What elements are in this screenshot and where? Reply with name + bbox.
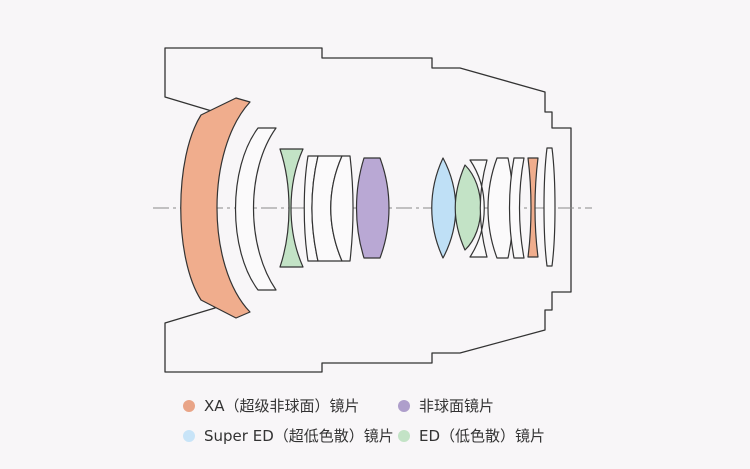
legend-xa-swatch bbox=[183, 399, 195, 412]
legend-super-ed-label: Super ED（超低色散）镜片 bbox=[204, 427, 394, 445]
legend-aspherical-swatch bbox=[398, 399, 410, 412]
lens-element-ed-2 bbox=[454, 164, 482, 251]
lens-element-2 bbox=[234, 127, 277, 291]
lens-element-12 bbox=[508, 157, 525, 259]
legend-xa-label: XA（超级非球面）镜片 bbox=[204, 397, 360, 415]
legend-xa: XA（超级非球面）镜片 bbox=[183, 395, 360, 416]
legend-super-ed: Super ED（超低色散）镜片 bbox=[183, 425, 394, 446]
legend-ed: ED（低色散）镜片 bbox=[398, 425, 545, 446]
lens-element-aspherical bbox=[355, 157, 390, 259]
lens-element-xa bbox=[180, 97, 251, 319]
legend-aspherical: 非球面镜片 bbox=[398, 395, 494, 416]
lens-element-super-ed bbox=[431, 157, 457, 259]
legend-ed-label: ED（低色散）镜片 bbox=[419, 427, 546, 445]
lens-element-6 bbox=[330, 155, 354, 262]
legend-super-ed-swatch bbox=[183, 429, 195, 442]
lens-element-10 bbox=[469, 159, 488, 258]
lens-element-14 bbox=[543, 147, 556, 267]
lens-element-xa-rear bbox=[527, 157, 539, 258]
legend-ed-swatch bbox=[398, 429, 410, 442]
lens-element-ed-1 bbox=[279, 148, 304, 268]
legend-aspherical-label: 非球面镜片 bbox=[419, 397, 495, 415]
